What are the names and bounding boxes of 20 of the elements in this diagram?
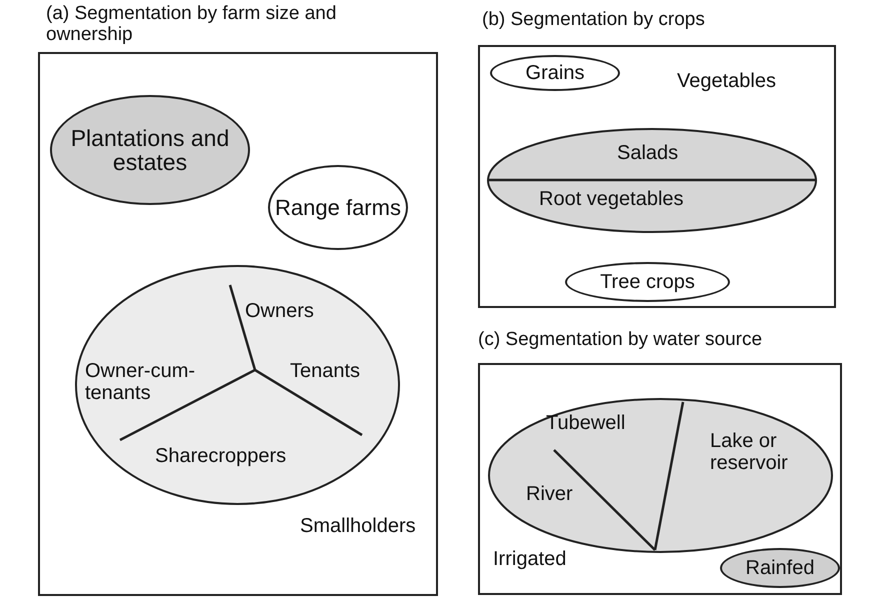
segment-label: Sharecroppers — [155, 445, 286, 467]
segment-label: Owners — [245, 300, 314, 322]
segment-label: River — [526, 483, 573, 505]
oval-label: Range farms — [268, 165, 408, 250]
oval-label: Tree crops — [565, 262, 730, 302]
segment-label: Root vegetables — [539, 188, 684, 210]
segment-label: Tenants — [290, 360, 360, 382]
oval-label: Rainfed — [720, 548, 840, 588]
oval-label: Grains — [490, 55, 620, 91]
segment-label: Salads — [617, 142, 678, 164]
group-label: Smallholders — [300, 515, 416, 537]
panel-heading: (c) Segmentation by water source — [478, 330, 764, 351]
group-label: Vegetables — [677, 70, 776, 92]
panel-heading: (a) Segmentation by farm size and ownership — [46, 4, 338, 46]
panel-heading: (b) Segmentation by crops — [482, 10, 706, 31]
segment-label: Lake or reservoir — [710, 430, 810, 474]
segment-label: Owner-cum-tenants — [85, 360, 205, 404]
group-label: Irrigated — [493, 548, 566, 570]
oval-label: Plantations and estates — [50, 95, 250, 205]
segment-label: Tubewell — [546, 412, 626, 434]
